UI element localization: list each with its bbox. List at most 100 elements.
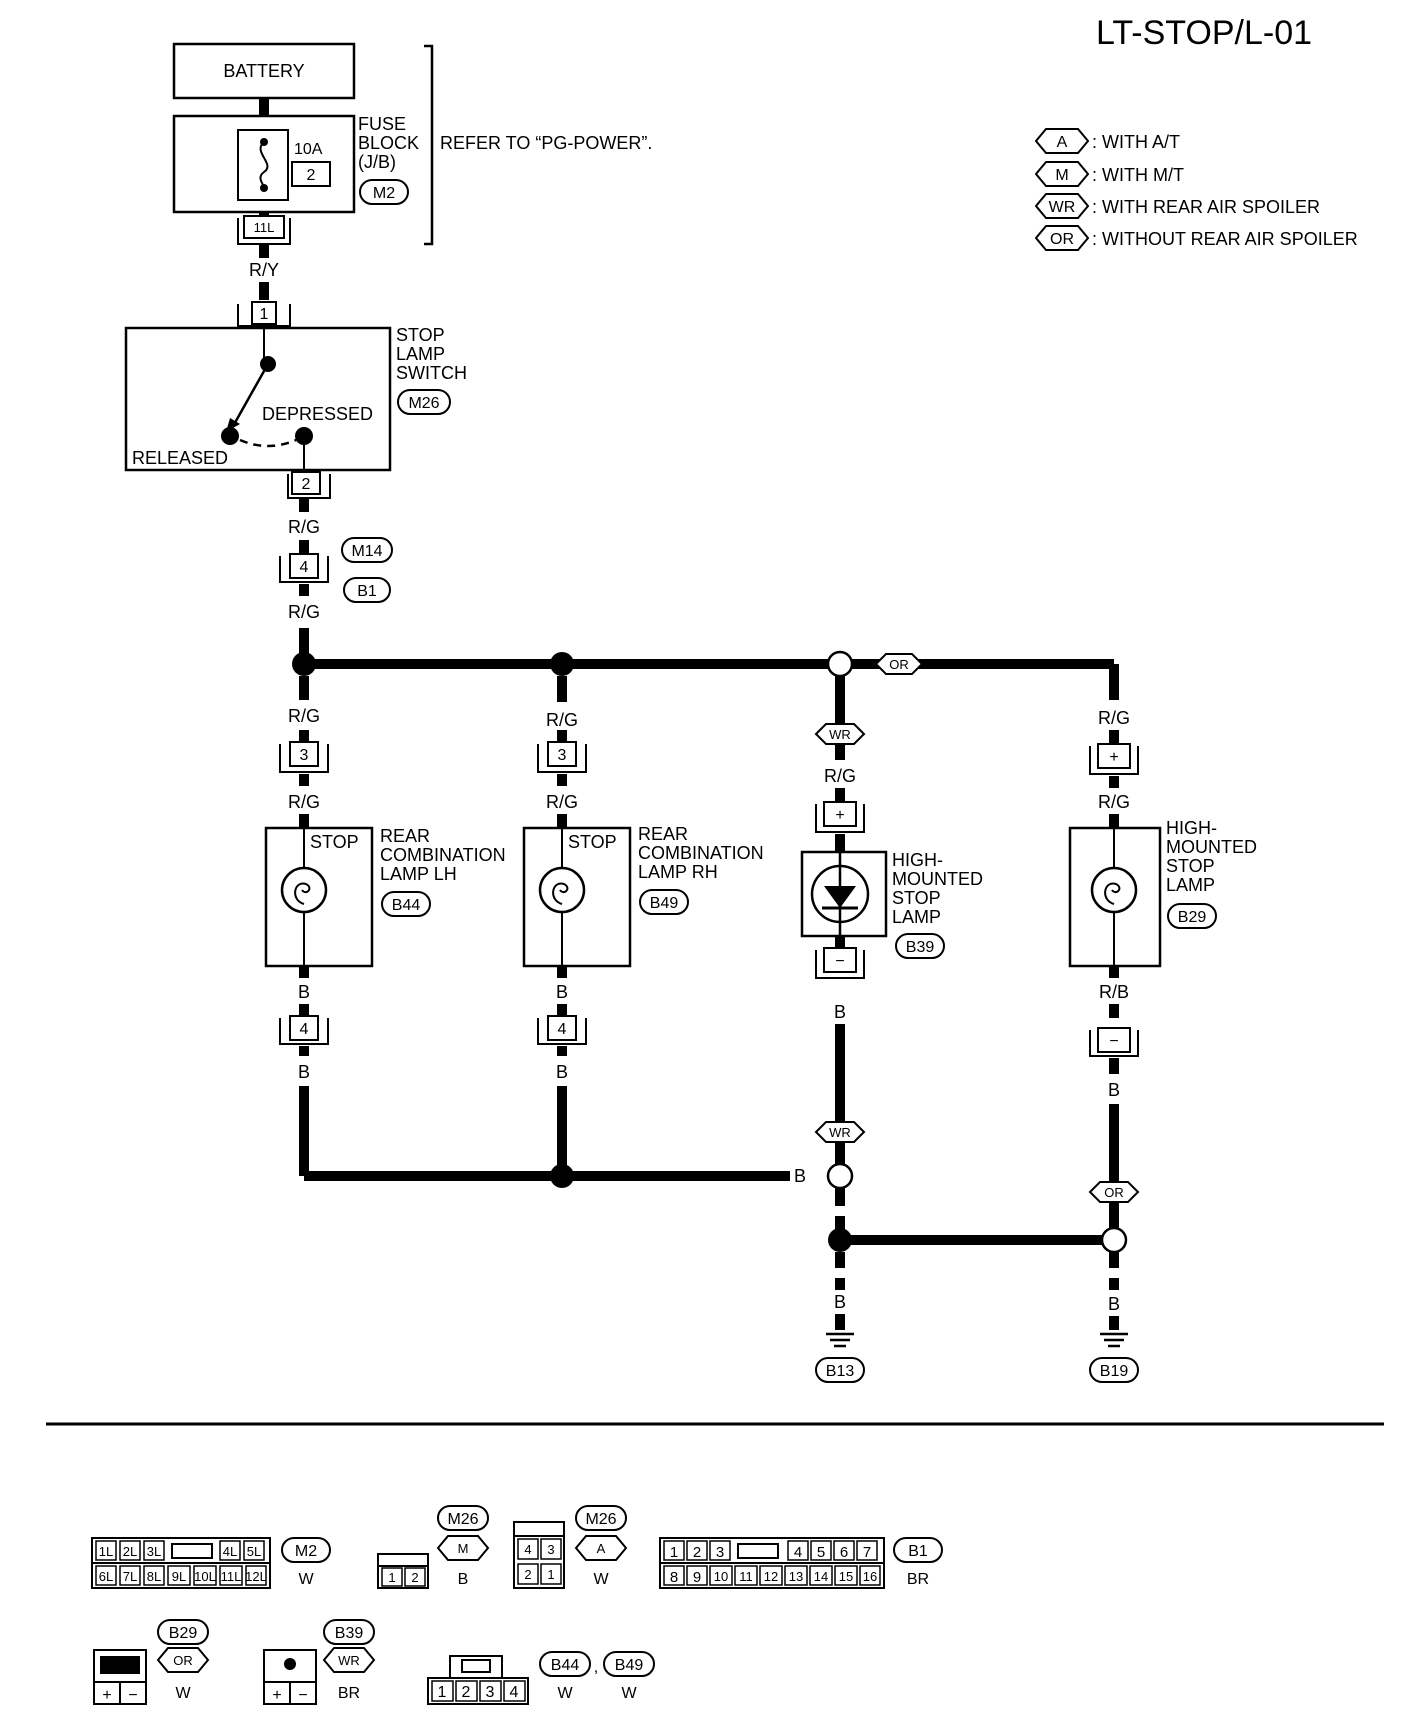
svg-text:SWITCH: SWITCH <box>396 363 467 383</box>
svg-text:12L: 12L <box>245 1569 267 1584</box>
svg-text:: WITH REAR AIR SPOILER: : WITH REAR AIR SPOILER <box>1092 197 1320 217</box>
fuse-block: 10A 2 FUSE BLOCK (J/B) M2 REFER TO “PG-P… <box>172 44 652 246</box>
svg-text:2: 2 <box>302 476 311 493</box>
svg-text:R/G: R/G <box>1098 708 1130 728</box>
svg-text:COMBINATION: COMBINATION <box>380 845 506 865</box>
svg-text:1: 1 <box>670 1544 678 1561</box>
svg-text:13: 13 <box>789 1569 803 1584</box>
svg-text:M26: M26 <box>585 1511 616 1528</box>
svg-text:REAR: REAR <box>638 824 688 844</box>
svg-text:M2: M2 <box>295 1543 317 1560</box>
svg-text:14: 14 <box>814 1569 828 1584</box>
svg-text:5: 5 <box>817 1544 825 1561</box>
battery: BATTERY <box>172 42 356 100</box>
svg-text:11L: 11L <box>254 220 275 235</box>
svg-text:−: − <box>1109 1033 1118 1050</box>
ground-b13: B13 <box>815 1332 865 1383</box>
svg-text:W: W <box>298 1571 314 1588</box>
svg-text:B: B <box>556 1062 568 1082</box>
svg-text:R/G: R/G <box>288 706 320 726</box>
svg-text:3: 3 <box>547 1542 554 1557</box>
svg-text:B: B <box>458 1571 469 1588</box>
svg-text:B: B <box>794 1166 806 1186</box>
stop-lamp-switch: 1 DEPRESSED RELEASED STOP LAMP SWITCH M2… <box>124 301 467 499</box>
svg-text:2: 2 <box>462 1684 471 1701</box>
svg-text:OR: OR <box>889 657 909 672</box>
svg-text:R/G: R/G <box>1098 792 1130 812</box>
svg-text:R/G: R/G <box>288 517 320 537</box>
svg-text:B: B <box>556 982 568 1002</box>
rear-combination-lamp-rh: STOP REAR COMBINATION LAMP RH B49 <box>522 824 764 968</box>
svg-text:B39: B39 <box>335 1625 364 1642</box>
svg-text:4: 4 <box>558 1021 567 1038</box>
svg-text:B13: B13 <box>826 1363 855 1380</box>
svg-text:9: 9 <box>693 1569 701 1586</box>
svg-text:STOP: STOP <box>892 888 941 908</box>
svg-text:3: 3 <box>486 1684 495 1701</box>
svg-text:MOUNTED: MOUNTED <box>1166 837 1257 857</box>
svg-text:B29: B29 <box>169 1625 198 1642</box>
high-mounted-stop-lamp-bulb: HIGH- MOUNTED STOP LAMP B29 <box>1068 818 1257 968</box>
svg-text:R/G: R/G <box>288 602 320 622</box>
svg-text:HIGH-: HIGH- <box>1166 818 1217 838</box>
svg-text:STOP: STOP <box>310 832 359 852</box>
legend-item-m: M : WITH M/T <box>1034 161 1184 187</box>
wire-ry: R/Y <box>249 260 279 280</box>
svg-text:R/G: R/G <box>546 710 578 730</box>
svg-text:2: 2 <box>693 1544 701 1561</box>
connector-m26-at: 4 3 2 1 M26 A W <box>513 1505 628 1589</box>
svg-text:A: A <box>597 1541 606 1556</box>
svg-text:3: 3 <box>716 1544 724 1561</box>
connector-b39: + − B39 WR BR <box>263 1619 376 1705</box>
svg-text:OR: OR <box>173 1653 193 1668</box>
svg-text:10A: 10A <box>294 141 323 158</box>
svg-text:OR: OR <box>1104 1185 1124 1200</box>
svg-text:+: + <box>102 1687 111 1704</box>
svg-text:STOP: STOP <box>396 325 445 345</box>
high-mounted-stop-lamp-led: HIGH- MOUNTED STOP LAMP B39 <box>800 850 983 959</box>
svg-text:REFER TO “PG-POWER”.: REFER TO “PG-POWER”. <box>440 133 652 153</box>
svg-text:8L: 8L <box>147 1569 161 1584</box>
svg-text:BR: BR <box>338 1685 360 1702</box>
ground-b19: B19 <box>1089 1332 1139 1383</box>
svg-text:M14: M14 <box>351 543 382 560</box>
svg-text:10: 10 <box>714 1569 728 1584</box>
svg-text:B: B <box>298 982 310 1002</box>
svg-text:−: − <box>298 1687 307 1704</box>
connector-m26-mt: 1 2 M26 M B <box>377 1505 490 1589</box>
connector-m2: 1L 2L 3L 4L 5L 6L 7L 8L 9L 10L 11L 12L M… <box>91 1537 331 1589</box>
svg-text:2: 2 <box>411 1570 418 1585</box>
svg-text:16: 16 <box>863 1569 877 1584</box>
option-tag-wr-1: WR <box>814 723 866 745</box>
svg-text:8: 8 <box>670 1569 678 1586</box>
legend-item-wr: WR : WITH REAR AIR SPOILER <box>1034 193 1320 219</box>
svg-text:,: , <box>594 1659 598 1676</box>
joint-connector-m14-b1: 4 M14 B1 <box>279 537 393 603</box>
svg-text:3L: 3L <box>147 1544 161 1559</box>
svg-text:LAMP: LAMP <box>892 907 941 927</box>
svg-text:2L: 2L <box>123 1544 137 1559</box>
svg-text:M2: M2 <box>373 185 395 202</box>
svg-text:BR: BR <box>907 1571 929 1588</box>
svg-text:: WITH A/T: : WITH A/T <box>1092 132 1180 152</box>
svg-text:A: A <box>1057 134 1068 151</box>
svg-text:B: B <box>1108 1294 1120 1314</box>
svg-text:B49: B49 <box>615 1657 644 1674</box>
connector-b1: 1 2 3 4 5 6 7 8 9 10 11 12 13 14 15 16 B… <box>659 1537 943 1589</box>
svg-text:4: 4 <box>510 1684 519 1701</box>
svg-text:B: B <box>1108 1080 1120 1100</box>
svg-text:R/G: R/G <box>288 792 320 812</box>
option-tag-wr-2: WR <box>814 1121 866 1143</box>
rear-combination-lamp-lh: STOP REAR COMBINATION LAMP LH B44 <box>264 826 506 968</box>
svg-text:4L: 4L <box>223 1544 237 1559</box>
svg-text:5L: 5L <box>247 1544 261 1559</box>
svg-text:STOP: STOP <box>1166 856 1215 876</box>
svg-text:MOUNTED: MOUNTED <box>892 869 983 889</box>
svg-text:7: 7 <box>863 1544 871 1561</box>
svg-text:WR: WR <box>829 1125 851 1140</box>
svg-text:−: − <box>835 953 844 970</box>
svg-text:WR: WR <box>1049 199 1076 216</box>
legend: A : WITH A/T M : WITH M/T WR : WITH REAR… <box>1034 128 1358 251</box>
svg-text:9L: 9L <box>172 1569 186 1584</box>
svg-text:B49: B49 <box>650 895 679 912</box>
